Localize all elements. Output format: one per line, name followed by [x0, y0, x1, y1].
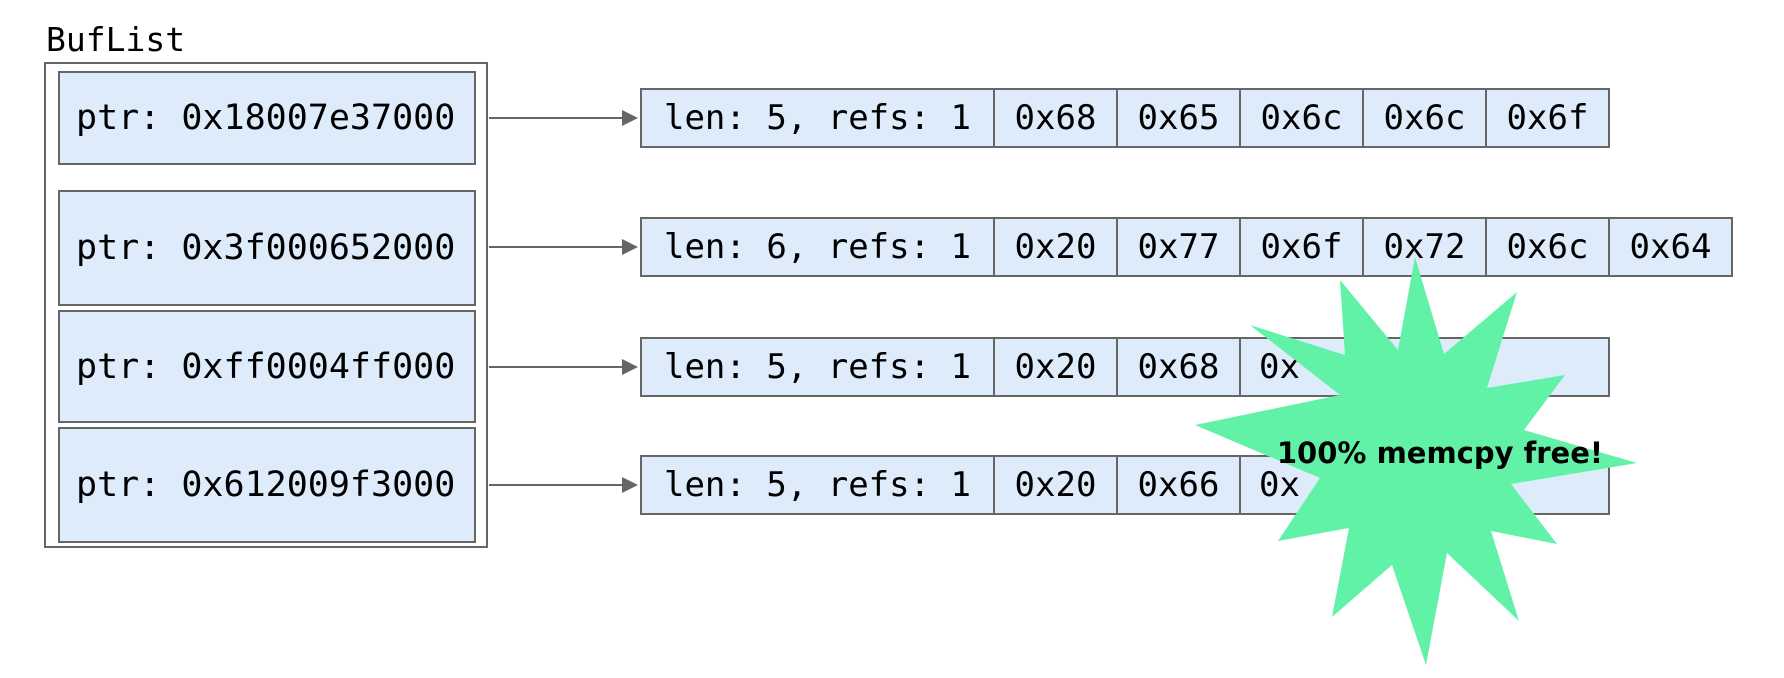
ptr-box: ptr: 0xff0004ff000: [58, 310, 476, 423]
buffer-header-cell: len: 6, refs: 1: [640, 217, 995, 277]
buffer-byte-cell: 0x72: [1364, 217, 1487, 277]
buffer-header-cell: len: 5, refs: 1: [640, 455, 995, 515]
buffer-byte-cell: 0x6c: [1241, 88, 1364, 148]
pointer-arrow-icon: [489, 477, 638, 493]
buffer-byte-cell: 0x6f: [1241, 217, 1364, 277]
buffer-byte-cell: [1364, 337, 1487, 397]
ptr-label: ptr: 0x612009f3000: [76, 465, 456, 505]
buffer-byte-cell: 0x: [1241, 455, 1364, 515]
buffer-byte-cell: [1487, 455, 1610, 515]
buffer-byte-cell: 0x68: [1118, 337, 1241, 397]
ptr-label: ptr: 0xff0004ff000: [76, 346, 456, 387]
buffer-byte-cell: 0x6f: [1487, 88, 1610, 148]
buffer-byte-cell: [1364, 455, 1487, 515]
buffer-byte-cell: 0x: [1241, 337, 1364, 397]
buffer-byte-cell: 0x65: [1118, 88, 1241, 148]
ptr-box: ptr: 0x3f000652000: [58, 190, 476, 306]
pointer-arrow-icon: [489, 239, 638, 255]
buffer-byte-cell: 0x20: [995, 455, 1118, 515]
ptr-box: ptr: 0x18007e37000: [58, 71, 476, 165]
diagram-title: BufList: [46, 20, 186, 59]
buffer-header-cell: len: 5, refs: 1: [640, 88, 995, 148]
buffer-byte-cell: 0x68: [995, 88, 1118, 148]
ptr-box: ptr: 0x612009f3000: [58, 427, 476, 543]
buffer-byte-cell: [1487, 337, 1610, 397]
ptr-label: ptr: 0x18007e37000: [76, 98, 456, 138]
starburst-annotation: 100% memcpy free!: [1195, 257, 1637, 665]
buffer-byte-cell: 0x20: [995, 217, 1118, 277]
buffer-byte-cell: 0x77: [1118, 217, 1241, 277]
buffer-byte-cell: 0x6c: [1364, 88, 1487, 148]
pointer-arrow-icon: [489, 359, 638, 375]
buffer-byte-cell: 0x66: [1118, 455, 1241, 515]
buffer-header-cell: len: 5, refs: 1: [640, 337, 995, 397]
buffer-byte-cell: 0x64: [1610, 217, 1733, 277]
pointer-arrow-icon: [489, 110, 638, 126]
ptr-label: ptr: 0x3f000652000: [76, 228, 456, 268]
buffer-byte-cell: 0x6c: [1487, 217, 1610, 277]
buffer-byte-cell: 0x20: [995, 337, 1118, 397]
